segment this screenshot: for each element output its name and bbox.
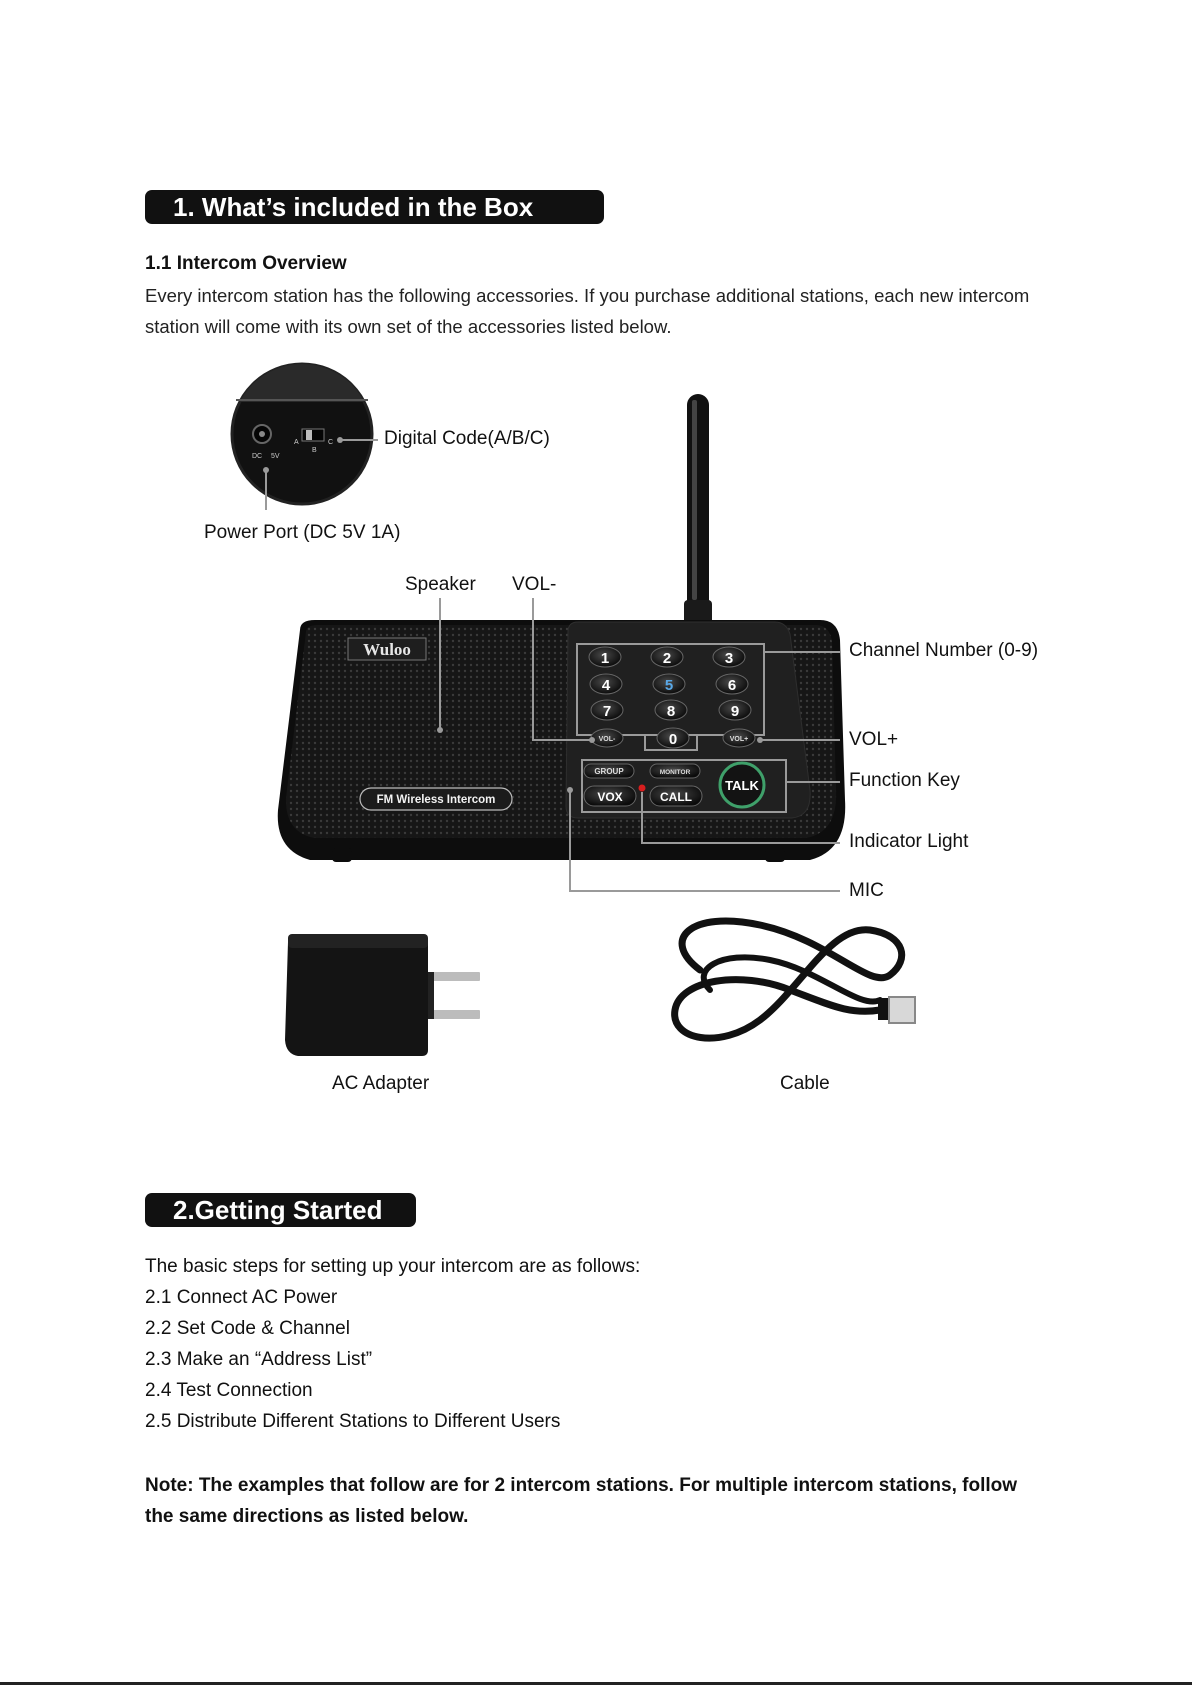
step-item: 2.4 Test Connection xyxy=(145,1380,313,1401)
antenna xyxy=(684,394,712,626)
power-port-label: Power Port (DC 5V 1A) xyxy=(204,522,401,543)
function-key-label: Function Key xyxy=(849,770,960,791)
talk-button[interactable]: TALK xyxy=(718,761,766,809)
svg-text:A: A xyxy=(294,439,299,446)
key-4[interactable]: 4 xyxy=(589,673,623,695)
vol-plus-button[interactable]: VOL+ xyxy=(722,728,756,748)
svg-text:C: C xyxy=(328,439,333,446)
vol-minus-label: VOL- xyxy=(512,574,557,595)
cable-image xyxy=(671,917,916,1042)
intercom-overview-heading: 1.1 Intercom Overview xyxy=(145,253,347,274)
svg-text:6: 6 xyxy=(728,677,736,694)
svg-text:VOX: VOX xyxy=(597,790,622,804)
svg-text:9: 9 xyxy=(731,703,739,720)
ac-adapter-image xyxy=(285,934,480,1056)
section-2-banner: 2.Getting Started xyxy=(145,1193,416,1227)
svg-text:GROUP: GROUP xyxy=(594,767,624,776)
vol-plus-label: VOL+ xyxy=(849,729,899,750)
key-6[interactable]: 6 xyxy=(715,673,749,695)
number-keys: 1 2 3 4 5 6 7 8 9 0 xyxy=(588,646,752,749)
power-port-inset: DC 5V A B C xyxy=(230,362,374,506)
svg-text:7: 7 xyxy=(603,703,611,720)
call-button[interactable]: CALL xyxy=(649,785,703,807)
fm-label: FM Wireless Intercom xyxy=(359,787,513,811)
fm-label-text: FM Wireless Intercom xyxy=(377,794,496,806)
cable-label: Cable xyxy=(780,1073,830,1094)
key-9[interactable]: 9 xyxy=(718,699,752,721)
vol-minus-button[interactable]: VOL- xyxy=(590,728,624,748)
key-5[interactable]: 5 xyxy=(652,673,686,695)
brand-text: Wuloo xyxy=(363,640,411,659)
svg-text:MONITOR: MONITOR xyxy=(660,769,691,776)
key-2[interactable]: 2 xyxy=(650,646,684,668)
key-8[interactable]: 8 xyxy=(654,699,688,721)
indicator-light xyxy=(638,784,646,792)
svg-text:5V: 5V xyxy=(271,453,280,460)
key-7[interactable]: 7 xyxy=(590,699,624,721)
step-item: 2.5 Distribute Different Stations to Dif… xyxy=(145,1411,561,1432)
svg-text:CALL: CALL xyxy=(660,790,692,804)
svg-text:4: 4 xyxy=(602,677,611,694)
svg-text:B: B xyxy=(312,447,317,454)
key-1[interactable]: 1 xyxy=(588,646,622,668)
step-item: 2.2 Set Code & Channel xyxy=(145,1318,350,1339)
svg-text:VOL+: VOL+ xyxy=(730,736,748,743)
vox-button[interactable]: VOX xyxy=(583,785,637,807)
monitor-button[interactable]: MONITOR xyxy=(649,763,701,779)
svg-text:VOL-: VOL- xyxy=(599,736,616,743)
speaker-label: Speaker xyxy=(405,574,476,595)
svg-text:1: 1 xyxy=(601,650,609,667)
group-button[interactable]: GROUP xyxy=(583,763,635,779)
page-bottom-rule xyxy=(0,1682,1192,1685)
setup-lead: The basic steps for setting up your inte… xyxy=(145,1256,641,1277)
svg-text:DC: DC xyxy=(252,453,262,460)
intro-paragraph: Every intercom station has the following… xyxy=(145,285,1030,337)
svg-text:3: 3 xyxy=(725,650,733,667)
svg-text:TALK: TALK xyxy=(725,778,759,793)
svg-text:5: 5 xyxy=(665,677,673,694)
callout-lines xyxy=(265,439,840,892)
digital-code-label: Digital Code(A/B/C) xyxy=(384,428,550,449)
ac-adapter-label: AC Adapter xyxy=(332,1073,430,1094)
step-item: 2.3 Make an “Address List” xyxy=(145,1349,373,1370)
callout-dots xyxy=(263,437,763,793)
svg-text:2: 2 xyxy=(663,650,671,667)
svg-text:8: 8 xyxy=(667,703,675,720)
intercom-overview-figure: Wuloo FM Wireless Intercom 1 2 3 xyxy=(0,350,1192,1110)
brand-plate: Wuloo xyxy=(347,637,427,661)
key-3[interactable]: 3 xyxy=(712,646,746,668)
key-0[interactable]: 0 xyxy=(656,727,690,749)
section-1-banner: 1. What’s included in the Box xyxy=(145,190,604,224)
svg-text:0: 0 xyxy=(669,731,677,748)
setup-steps: The basic steps for setting up your inte… xyxy=(145,1251,640,1437)
mic-label: MIC xyxy=(849,880,884,901)
step-item: 2.1 Connect AC Power xyxy=(145,1287,338,1308)
intercom-illustration: Wuloo FM Wireless Intercom 1 2 3 xyxy=(230,362,916,1056)
note-paragraph: Note: The examples that follow are for 2… xyxy=(145,1475,1018,1527)
channel-number-label: Channel Number (0-9) xyxy=(849,640,1039,661)
indicator-light-label: Indicator Light xyxy=(849,831,969,852)
